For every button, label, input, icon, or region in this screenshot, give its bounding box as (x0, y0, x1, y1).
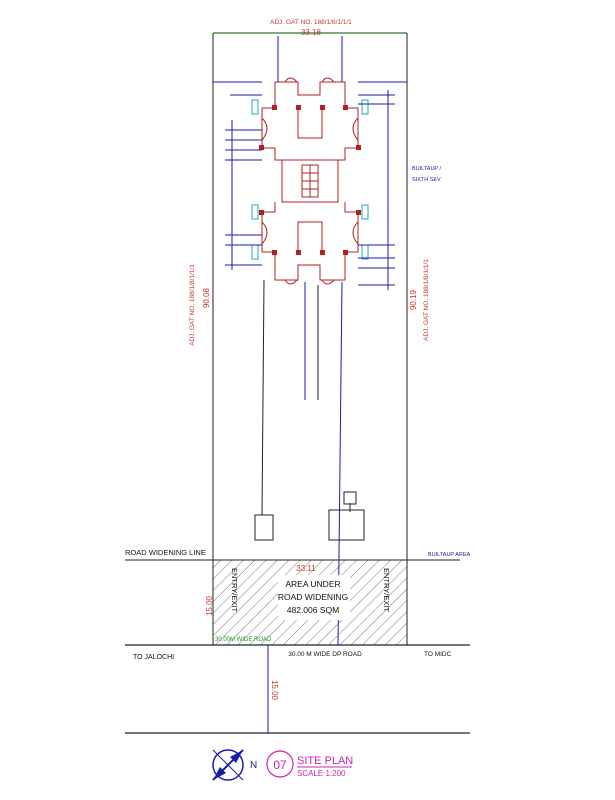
road-widening-label: ROAD WIDENING LINE (125, 548, 206, 557)
area-label-backdrop (278, 575, 350, 620)
adj-right-label: ADJ. GAT NO. 188/1/8/1/1/1 (423, 259, 430, 341)
bottom-width-dim: 33.11 (296, 564, 316, 573)
top-width-dim: 33.18 (301, 28, 322, 37)
service-lines (213, 36, 407, 646)
drawing-number-circle (266, 750, 294, 778)
widening-depth-dim: 15.00 (205, 595, 214, 616)
north-arrow-icon (212, 749, 244, 781)
utility-block-left (254, 514, 274, 541)
dp-road-label: 30.00 M WIDE DP ROAD (288, 651, 362, 658)
road-depth-dim: 15.00 (270, 680, 279, 701)
to-jalochi-label: TO JALOCHI (133, 654, 174, 661)
builtup-right-label: BUILTAUP / (412, 166, 442, 172)
plot-boundary (212, 32, 408, 645)
area-label-1: AREA UNDER (285, 579, 340, 589)
builtup-area-label: BUILTAUP AREA (428, 552, 471, 558)
meter-box (343, 491, 357, 505)
to-midc-label: TO MIDC (424, 651, 452, 658)
left-length-dim: 90.08 (202, 287, 211, 308)
entry-exit-left: ENTRY/EXIT (230, 568, 239, 612)
adj-top-label: ADJ. GAT NO. 188/1/8/1/1/1 (270, 19, 352, 26)
sixth-sev-label: SIXTH SEV (412, 177, 441, 183)
drawing-number: 07 (273, 758, 287, 772)
area-label-2: ROAD WIDENING (278, 592, 348, 602)
entry-exit-right: ENTRY/EXIT (382, 568, 391, 612)
drawing-scale: SCALE 1:200 (297, 769, 346, 778)
building-plan (251, 77, 369, 285)
north-mark: N (250, 760, 257, 771)
right-length-dim: 90.19 (409, 289, 418, 310)
drawing-title: SITE PLAN (297, 755, 353, 767)
area-value: 482.006 SQM (287, 605, 339, 615)
utility-block-right (328, 509, 365, 541)
adj-left-label: ADJ. GAT NO. 188/1/8/1/1/1 (189, 264, 196, 346)
wide-road-tag: 30.00M WIDE ROAD (215, 637, 272, 643)
